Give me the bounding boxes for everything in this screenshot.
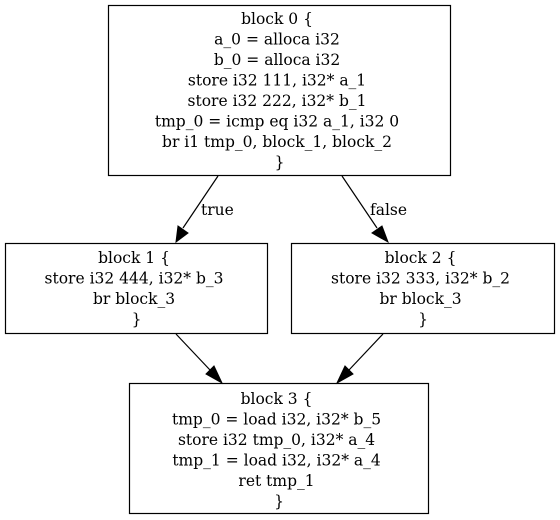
- block-3-line: ret tmp_1: [238, 472, 314, 490]
- block-2-line: }: [418, 311, 428, 329]
- block-0-line: }: [275, 154, 285, 172]
- block-0-line: a_0 = alloca i32: [214, 31, 340, 49]
- block-3-line: block 3 {: [241, 390, 313, 408]
- block-0-node: block 0 { a_0 = alloca i32 b_0 = alloca …: [107, 4, 452, 177]
- block-2-text: block 2 { store i32 333, i32* b_2 br blo…: [331, 249, 515, 329]
- edge-block-0-to-block-1: true: [175, 175, 234, 244]
- edge-label-true: true: [201, 201, 234, 219]
- block-1-line: }: [132, 311, 142, 329]
- block-0-line: b_0 = alloca i32: [214, 51, 340, 69]
- edge-line: [341, 175, 378, 229]
- block-3-line: tmp_0 = load i32, i32* b_5: [172, 411, 381, 429]
- block-0-line: tmp_0 = icmp eq i32 a_1, i32 0: [155, 113, 399, 131]
- block-3-line: store i32 tmp_0, i32* a_4: [178, 431, 375, 449]
- block-0-line: br i1 tmp_0, block_1, block_2: [162, 133, 392, 151]
- edge-line: [175, 333, 211, 371]
- edge-label-false: false: [370, 201, 407, 219]
- edge-block-1-to-block-3: [175, 333, 224, 385]
- block-0-box: [107, 4, 452, 177]
- arrowhead-icon: [335, 365, 354, 385]
- block-0-line: block 0 {: [241, 10, 313, 28]
- block-2-line: br block_3: [379, 290, 461, 308]
- block-1-line: br block_3: [93, 290, 175, 308]
- block-1-node: block 1 { store i32 444, i32* b_3 br blo…: [4, 242, 269, 335]
- block-3-box: [128, 382, 430, 515]
- arrowhead-icon: [175, 225, 189, 244]
- block-3-node: block 3 { tmp_0 = load i32, i32* b_5 sto…: [128, 382, 430, 515]
- block-0-line: store i32 111, i32* a_1: [188, 72, 366, 90]
- edge-block-2-to-block-3: [335, 333, 384, 385]
- block-2-box: [290, 242, 556, 335]
- block-2-line: block 2 {: [385, 249, 457, 267]
- block-3-text: block 3 { tmp_0 = load i32, i32* b_5 sto…: [172, 390, 386, 511]
- block-0-line: store i32 222, i32* b_1: [188, 92, 367, 110]
- block-1-line: block 1 {: [98, 249, 170, 267]
- block-3-line: }: [274, 493, 284, 511]
- arrowhead-icon: [371, 225, 389, 244]
- block-1-text: block 1 { store i32 444, i32* b_3 br blo…: [45, 249, 229, 329]
- edge-line: [182, 175, 219, 229]
- block-3-line: tmp_1 = load i32, i32* a_4: [172, 452, 381, 470]
- block-0-text: block 0 { a_0 = alloca i32 b_0 = alloca …: [155, 10, 404, 172]
- block-1-line: store i32 444, i32* b_3: [45, 270, 224, 288]
- block-2-line: store i32 333, i32* b_2: [331, 270, 510, 288]
- block-1-box: [4, 242, 269, 335]
- edge-line: [348, 333, 384, 371]
- edge-block-0-to-block-2: false: [341, 175, 407, 244]
- arrowhead-icon: [205, 365, 224, 385]
- block-2-node: block 2 { store i32 333, i32* b_2 br blo…: [290, 242, 556, 335]
